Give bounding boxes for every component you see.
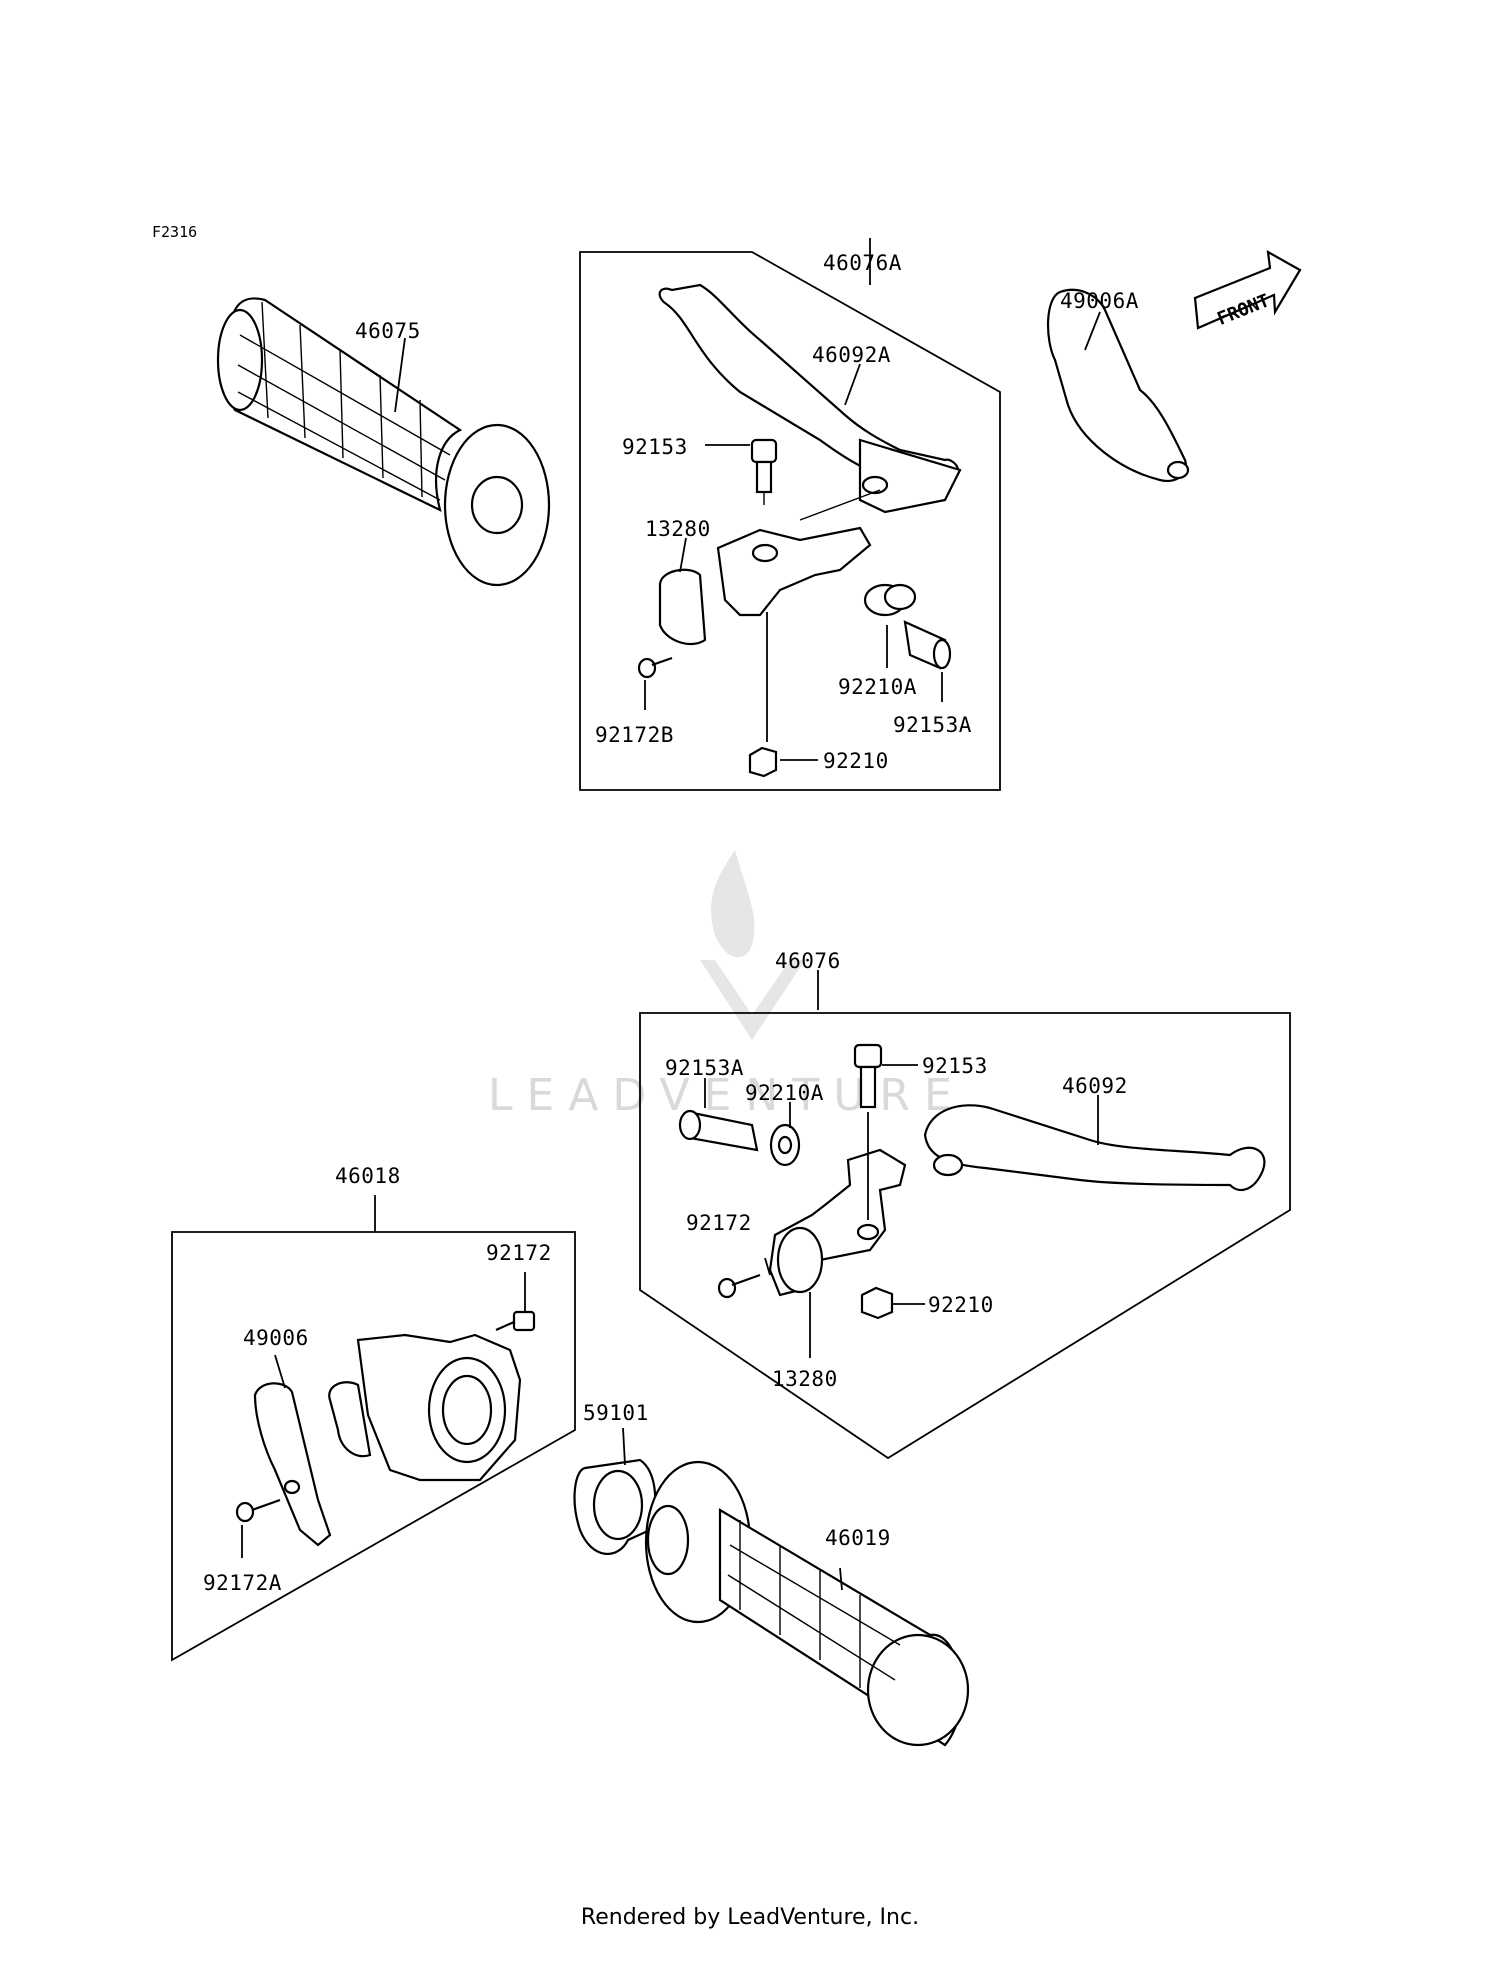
nut-92210-top — [748, 746, 778, 778]
label-46076: 46076 — [775, 949, 841, 973]
label-49006A: 49006A — [1060, 289, 1139, 313]
bolt-92153-top — [750, 438, 778, 505]
front-direction-badge: FRONT — [1193, 249, 1302, 330]
bottom-left-frame — [171, 1231, 576, 1662]
adjuster-top — [863, 583, 952, 670]
nut-92210-bottom — [860, 1286, 894, 1320]
label-92153-top: 92153 — [622, 435, 688, 459]
screw-92172A — [235, 1498, 281, 1523]
top-assembly-frame — [579, 251, 1001, 791]
screw-92172-left — [495, 1310, 536, 1332]
label-49006: 49006 — [243, 1326, 309, 1350]
cover-49006 — [253, 1382, 332, 1547]
figure-code: F2316 — [152, 223, 197, 241]
watermark: LEADVENTURE — [488, 850, 952, 1121]
part-labels: 46075 46076A 46092A 49006A 92153 13280 9… — [203, 251, 1139, 1595]
label-92210-bottom: 92210 — [928, 1293, 994, 1317]
label-46075: 46075 — [355, 319, 421, 343]
label-92172B: 92172B — [595, 723, 674, 747]
lever-46092A — [658, 283, 962, 514]
label-46092: 46092 — [1062, 1074, 1128, 1098]
label-13280-top: 13280 — [645, 517, 711, 541]
label-59101: 59101 — [583, 1401, 649, 1425]
watermark-logo-icon — [700, 850, 805, 1040]
label-92153-bottom: 92153 — [922, 1054, 988, 1078]
collar-59101 — [573, 1458, 657, 1556]
bolt-92153-bottom — [853, 1043, 883, 1109]
lever-cover-49006A — [1046, 288, 1190, 483]
grip-46075 — [216, 297, 551, 587]
lever-46092 — [923, 1104, 1266, 1192]
label-92172A: 92172A — [203, 1571, 282, 1595]
label-92172-left: 92172 — [486, 1241, 552, 1265]
screw-92172-bottom — [717, 1273, 761, 1299]
label-92210A-top: 92210A — [838, 675, 917, 699]
label-46092A: 46092A — [812, 343, 891, 367]
label-92210-top: 92210 — [823, 749, 889, 773]
label-13280-bottom: 13280 — [772, 1367, 838, 1391]
screw-92172B — [637, 656, 673, 679]
perch-top — [658, 489, 881, 646]
label-46076A: 46076A — [823, 251, 902, 275]
footer-credit: Rendered by LeadVenture, Inc. — [580, 1905, 920, 1930]
throttle-housing-46018 — [328, 1333, 522, 1482]
label-92172-bottom: 92172 — [686, 1211, 752, 1235]
bottom-right-frame — [639, 1012, 1291, 1460]
leader-lines — [241, 238, 1101, 1591]
label-46019: 46019 — [825, 1526, 891, 1550]
label-92210A-bottom: 92210A — [745, 1081, 824, 1105]
perch-bottom — [768, 1148, 907, 1297]
adjuster-bottom — [678, 1109, 801, 1167]
grip-46019 — [644, 1460, 970, 1747]
label-92153A-bottom: 92153A — [665, 1056, 744, 1080]
label-46018: 46018 — [335, 1164, 401, 1188]
label-92153A-top: 92153A — [893, 713, 972, 737]
